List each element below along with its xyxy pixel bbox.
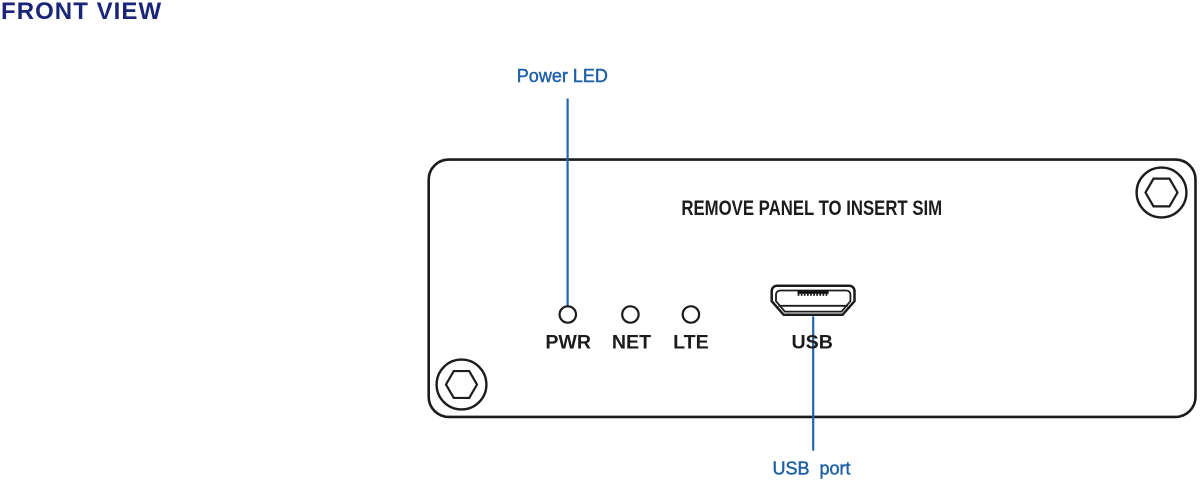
svg-text:FRONT VIEW: FRONT VIEW	[1, 0, 162, 25]
svg-text:PWR: PWR	[545, 332, 591, 354]
svg-text:Power LED: Power LED	[517, 66, 608, 86]
svg-text:NET: NET	[612, 332, 651, 354]
svg-text:LTE: LTE	[673, 332, 709, 354]
svg-text:USB: USB	[792, 332, 833, 354]
svg-text:REMOVE PANEL TO INSERT SIM: REMOVE PANEL TO INSERT SIM	[681, 197, 942, 220]
svg-text:USB port: USB port	[773, 459, 851, 479]
